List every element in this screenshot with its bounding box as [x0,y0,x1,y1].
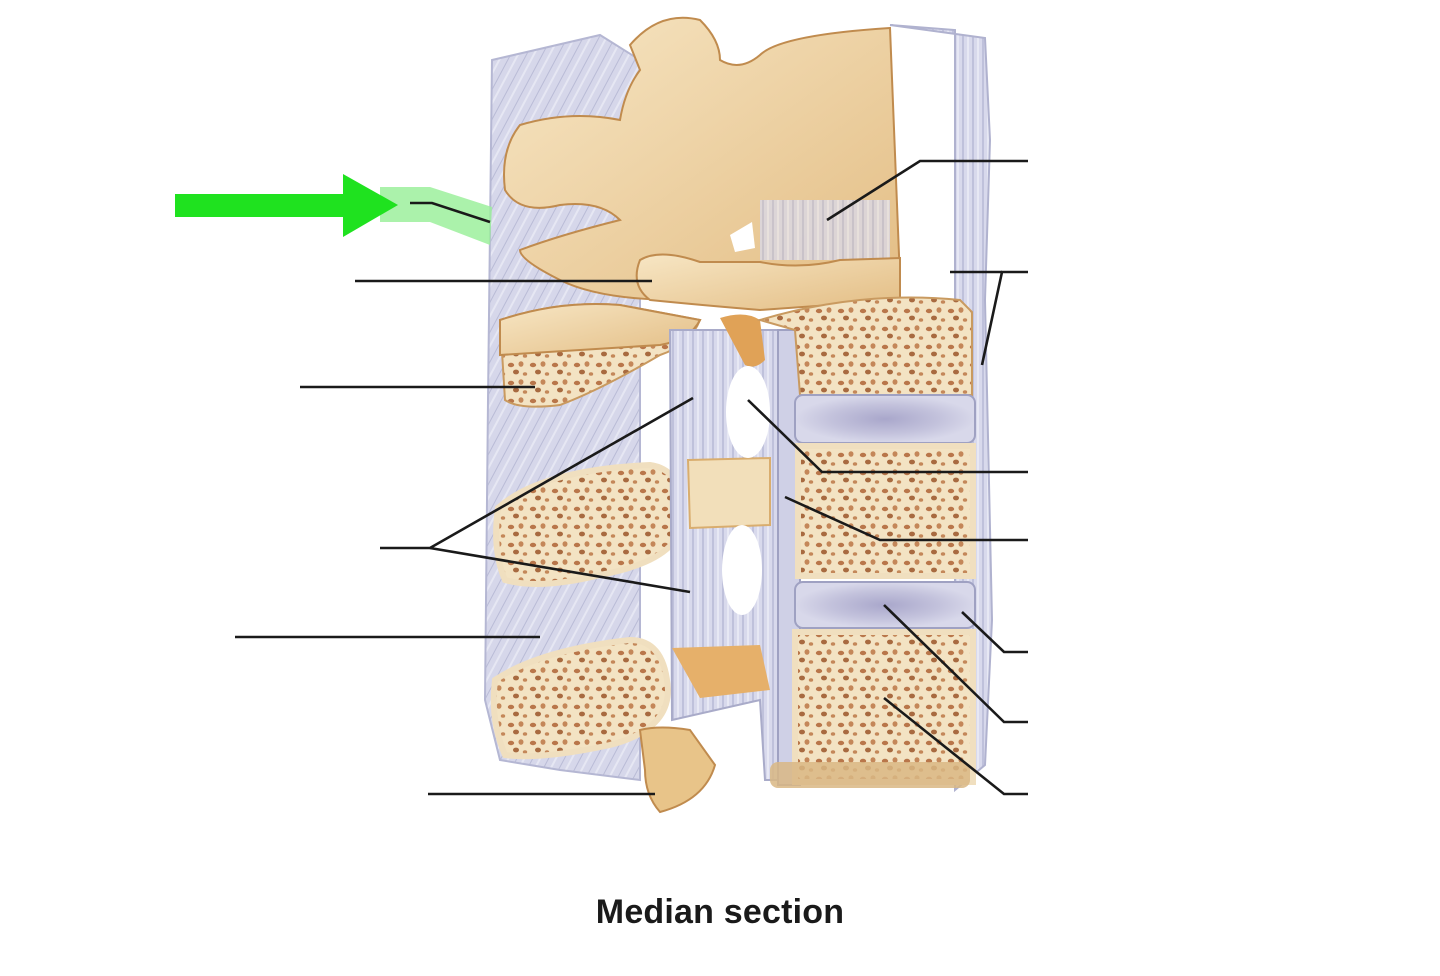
spinous-process-3 [490,636,672,760]
vertebral-body-bottom [792,629,976,785]
supraspinous-ligament [483,33,641,782]
arrow-head-icon [343,174,398,237]
leader-line-R6 [883,604,1028,724]
intervertebral-foramen-upper [730,222,755,252]
vertebral-body-middle [795,443,976,579]
pedicle-upper [720,314,765,367]
leader-line-R5 [961,611,1028,654]
leader-line-R3 [747,399,1028,474]
leader-line-R7 [883,696,1028,796]
intervertebral-foramen-1 [726,366,770,458]
arrow-shaft [175,194,350,217]
highlight-arrow [175,174,492,245]
leader-line-R4 [784,495,1028,542]
pedicle-middle [686,456,771,530]
intervertebral-foramen-2 [722,525,762,615]
articular-process [635,253,901,312]
inferior-articular-process [638,726,717,814]
leader-line-R2a [980,270,1028,366]
leader-lines [235,159,1028,796]
leader-line-L4b [429,546,691,594]
vertebral-body-top [756,296,973,396]
leader-line-L1 [410,201,491,224]
arrow-highlight-band [380,187,492,245]
interspinous-band-upper [760,200,890,260]
intervertebral-disc-1 [794,394,976,444]
diagram-caption: Median section [595,893,845,931]
vertebral-body-bottom-endplate [770,762,970,788]
leader-line-R1 [826,159,1028,222]
pedicle-lower [672,645,770,698]
